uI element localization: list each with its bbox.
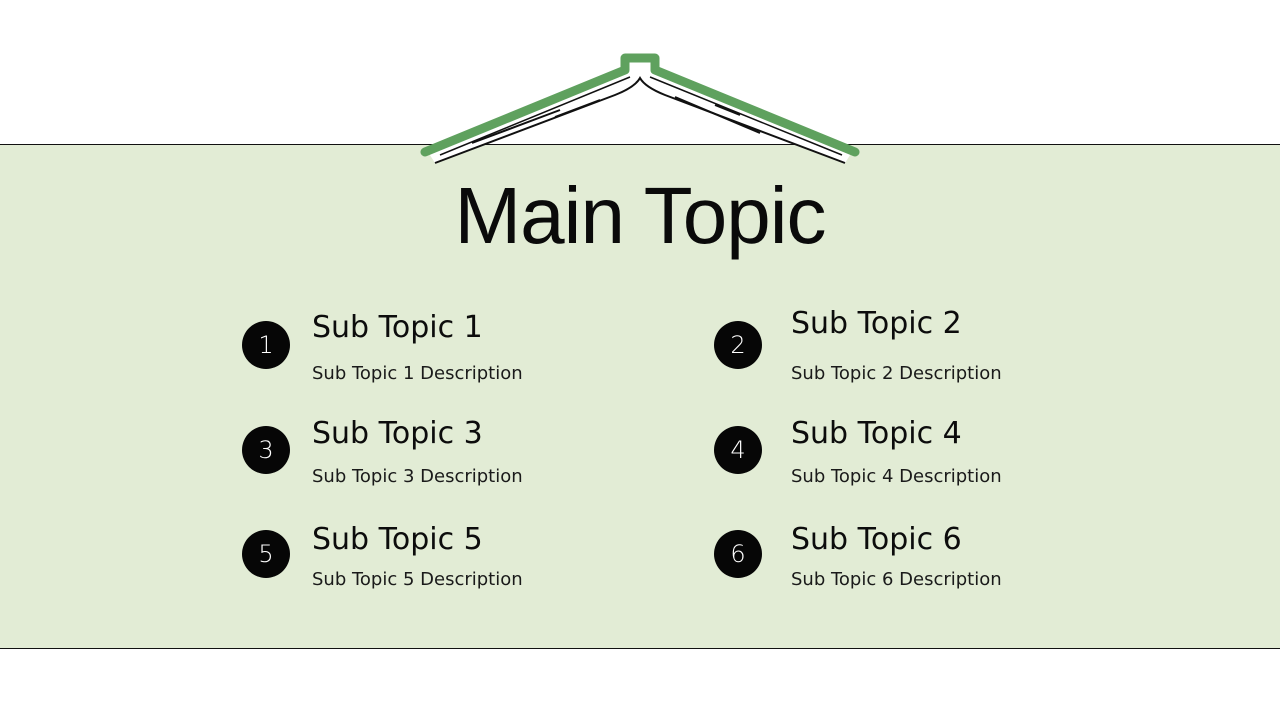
item-title: Sub Topic 5 [312,522,483,557]
item-description: Sub Topic 1 Description [312,363,523,384]
number-badge: 3 [242,426,290,474]
number-badge: 2 [714,321,762,369]
item-title: Sub Topic 4 [791,416,962,451]
item-description: Sub Topic 2 Description [791,363,1002,384]
page-title: Main Topic [454,171,827,260]
item-description: Sub Topic 3 Description [312,466,523,487]
item-title: Sub Topic 1 [312,310,483,345]
item-title: Sub Topic 3 [312,416,483,451]
number-badge: 6 [714,530,762,578]
item-description: Sub Topic 5 Description [312,569,523,590]
item-title: Sub Topic 2 [791,306,962,341]
number-badge: 4 [714,426,762,474]
item-title: Sub Topic 6 [791,522,962,557]
background-band [0,144,1280,649]
item-description: Sub Topic 6 Description [791,569,1002,590]
open-book-icon [420,53,860,164]
number-badge: 1 [242,321,290,369]
number-badge: 5 [242,530,290,578]
item-description: Sub Topic 4 Description [791,466,1002,487]
